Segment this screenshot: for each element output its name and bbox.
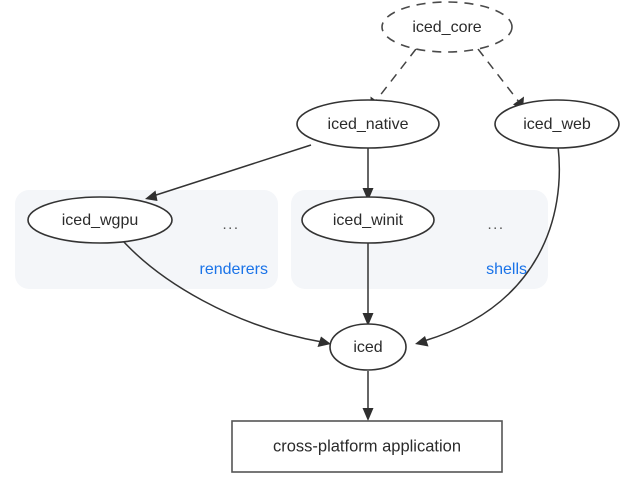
cluster-shells-label: shells xyxy=(486,261,527,278)
edge-iced-to-app xyxy=(362,371,374,421)
edge-iced_native-to-iced_wgpu xyxy=(145,144,312,201)
node-iced_native-shape xyxy=(296,99,440,149)
edge-iced_core-to-iced_web xyxy=(477,48,524,110)
node-iced_native[interactable]: iced_native xyxy=(296,99,440,149)
node-iced_web-shape xyxy=(494,99,620,149)
node-iced_web-label: iced_web xyxy=(523,116,591,133)
node-iced_wgpu-shape xyxy=(27,196,173,244)
node-iced[interactable]: iced xyxy=(329,323,407,371)
edge-iced_winit-to-iced xyxy=(362,241,374,326)
node-iced_wgpu-label: iced_wgpu xyxy=(62,212,139,229)
node-iced_winit-label: iced_winit xyxy=(333,212,404,229)
edge-iced_native-to-iced_winit xyxy=(362,146,374,201)
node-iced-shape xyxy=(329,323,407,371)
node-iced_winit[interactable]: iced_winit xyxy=(301,196,435,244)
node-app[interactable]: cross-platform application xyxy=(231,420,503,473)
node-iced_web[interactable]: iced_web xyxy=(494,99,620,149)
cluster-renderers-label: renderers xyxy=(200,261,268,278)
node-iced_core-label: iced_core xyxy=(412,19,481,36)
node-iced_wgpu[interactable]: iced_wgpu xyxy=(27,196,173,244)
node-iced_core[interactable]: iced_core xyxy=(381,1,513,53)
edge-iced_wgpu-to-iced xyxy=(122,240,331,347)
node-iced-label: iced xyxy=(353,339,382,356)
cluster-shells-ellipsis: ... xyxy=(487,216,504,233)
node-app-shape xyxy=(231,420,503,473)
cluster-renderers-ellipsis: ... xyxy=(222,216,239,233)
node-iced_native-label: iced_native xyxy=(328,116,409,133)
edge-iced_web-to-iced xyxy=(415,145,561,347)
node-iced_core-shape xyxy=(381,1,513,53)
node-iced_winit-shape xyxy=(301,196,435,244)
node-app-label: cross-platform application xyxy=(273,437,461,455)
